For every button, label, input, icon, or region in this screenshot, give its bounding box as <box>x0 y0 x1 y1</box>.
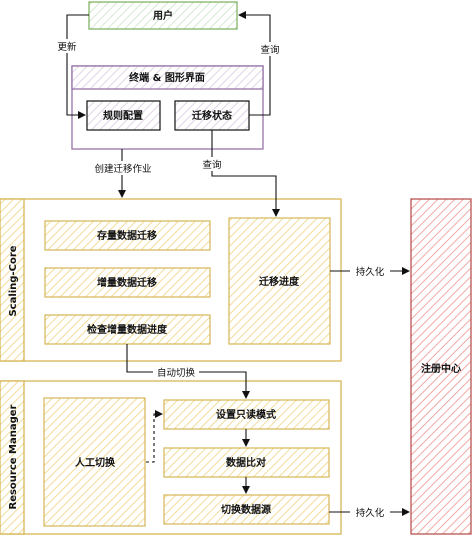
registry-label: 注册中心 <box>421 362 461 375</box>
edge-create-job-label: 创建迁移作业 <box>94 163 151 175</box>
edge-query-mid <box>211 130 280 217</box>
incremental-migration-node: 增量数据迁移 <box>44 267 211 298</box>
edge-query-mid-label: 查询 <box>202 159 221 171</box>
check-progress-label: 检查增量数据进度 <box>87 323 168 336</box>
user-node: 用户 <box>88 1 238 30</box>
migration-progress-label: 迁移进度 <box>259 275 300 288</box>
scaling-core-title: Scaling-Core <box>8 245 19 316</box>
ui-group-title: 终端 & 图形界面 <box>129 71 205 84</box>
incremental-migration-label: 增量数据迁移 <box>97 276 157 289</box>
user-label: 用户 <box>152 9 173 22</box>
edge-query-top <box>238 11 271 116</box>
edge-manual-to-readonly <box>146 410 163 463</box>
stock-migration-label: 存量数据迁移 <box>97 229 157 242</box>
rule-config-node: 规则配置 <box>86 100 161 131</box>
migration-progress-node: 迁移进度 <box>228 217 331 345</box>
edge-update <box>66 14 89 119</box>
check-progress-node: 检查增量数据进度 <box>44 314 211 345</box>
switch-datasource-label: 切换数据源 <box>221 503 271 516</box>
manual-switch-label: 人工切换 <box>75 456 116 469</box>
edge-query-top-label: 查询 <box>260 44 279 56</box>
stock-migration-node: 存量数据迁移 <box>44 220 211 251</box>
switch-datasource-node: 切换数据源 <box>163 494 330 525</box>
resource-manager-title: Resource Manager <box>8 404 19 509</box>
migration-status-label: 迁移状态 <box>192 109 232 122</box>
set-readonly-label: 设置只读模式 <box>216 408 276 421</box>
edge-auto-switch-label: 自动切换 <box>157 367 196 379</box>
edge-persist-top-label: 持久化 <box>356 266 385 278</box>
manual-switch-node: 人工切换 <box>43 397 146 527</box>
registry-node: 注册中心 <box>410 198 472 535</box>
migration-status-node: 迁移状态 <box>174 100 250 131</box>
data-compare-node: 数据比对 <box>163 447 330 478</box>
edge-update-label: 更新 <box>57 41 77 53</box>
data-compare-label: 数据比对 <box>226 456 266 469</box>
rule-config-label: 规则配置 <box>103 109 143 122</box>
ui-group: 终端 & 图形界面 <box>71 65 264 150</box>
edge-persist-bottom-label: 持久化 <box>356 507 385 519</box>
set-readonly-node: 设置只读模式 <box>163 399 330 430</box>
